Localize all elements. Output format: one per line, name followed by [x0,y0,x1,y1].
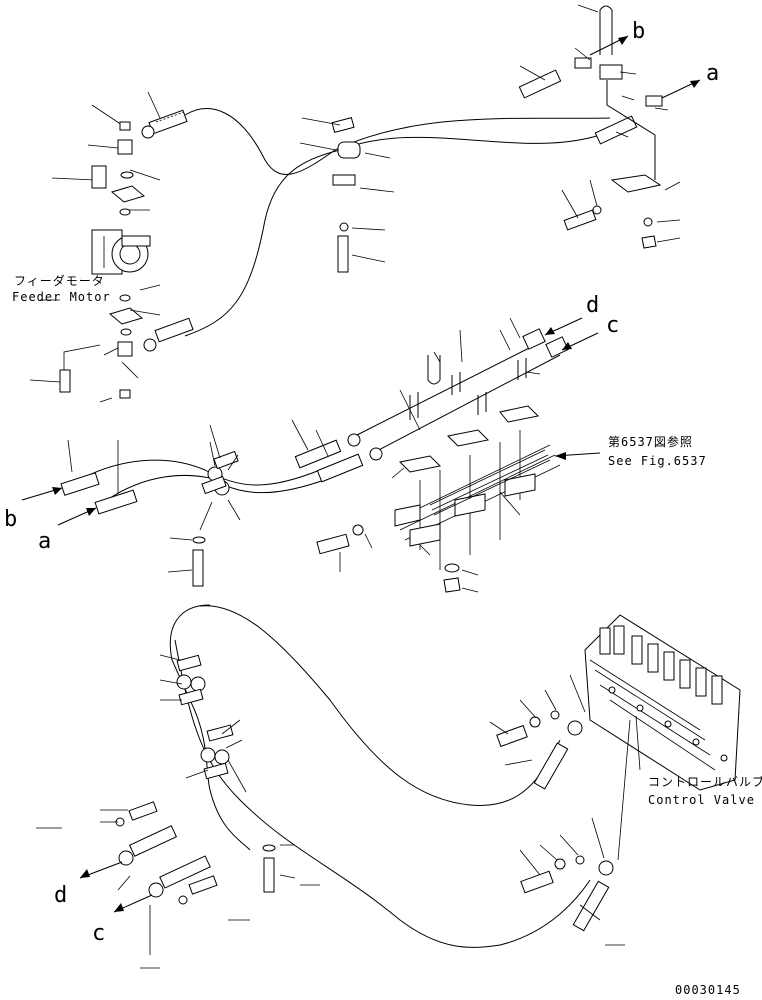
feeder-motor-label-en: Feeder Motor [12,290,111,304]
bracket-right [563,174,662,249]
arrow-port-c-middle [561,332,599,351]
frame-structure [394,430,561,570]
feeder-motor-label-jp: フィーダモータ [14,273,105,288]
feeder-motor [91,229,151,275]
port-b-label-middle: b [4,507,17,532]
clamp-top-center [331,116,361,273]
hose-fitting-lower-left [143,317,194,352]
motor-fittings [29,121,161,403]
lower-hose-assembly [36,604,625,969]
control-valve-label-en: Control Valve [648,793,755,807]
clamp-bottom-lower [200,724,234,780]
hose-fitting-top-right-1 [518,57,592,99]
arrow-port-b-middle [21,487,63,501]
hose-fitting-upper-left [141,109,188,139]
arrow-port-c-bottom [113,894,153,913]
arrow-port-d-middle [544,317,583,336]
control-valve-label-jp: コントロールバルブ [648,774,762,789]
clamp-bottom-upper [176,654,206,706]
arrow-port-a-top [661,79,701,99]
upper-hose-assembly [51,4,701,352]
port-d-label-bottom: d [54,883,67,908]
see-fig-label-en: See Fig.6537 [608,454,707,468]
hose-fitting-top-right-2 [594,95,663,145]
arrow-see-fig [554,452,601,460]
arrow-port-b-top [589,35,629,56]
arrow-port-d-bottom [79,861,123,879]
port-a-label-middle: a [38,529,51,554]
port-b-label-top: b [632,19,645,44]
port-a-label-top: a [706,61,719,86]
u-bolt-top-right [599,5,656,180]
middle-hose-assembly [21,317,601,593]
control-valve [584,614,741,861]
port-c-label-middle: c [606,313,619,338]
port-d-label-middle: d [586,293,599,318]
port-c-label-bottom: c [92,921,105,946]
drawing-number: 00030145 [675,983,741,997]
arrow-port-a-middle [57,507,97,526]
see-fig-label-jp: 第6537図参照 [608,434,693,449]
